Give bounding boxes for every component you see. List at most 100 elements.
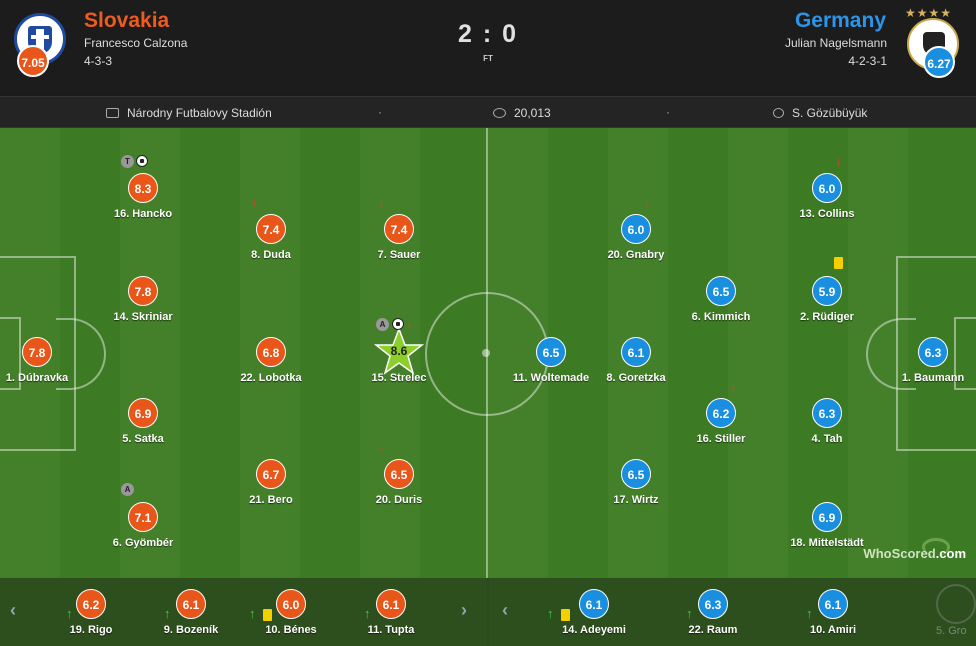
away-team-name[interactable]: Germany xyxy=(794,9,886,32)
player-name: 5. Satka xyxy=(122,433,164,445)
away-coach: Julian Nagelsmann xyxy=(784,36,887,50)
sub-benes[interactable]: 6.0 10. Bénes xyxy=(236,578,346,638)
player-name: 7. Sauer xyxy=(377,249,421,261)
player-rating: 5.9 xyxy=(812,276,842,306)
player-bero[interactable]: 6.7 21. Bero xyxy=(216,459,326,519)
sub-off-arrow-icon: ↓ xyxy=(730,378,737,393)
player-rudiger[interactable]: 5.9 2. Rüdiger xyxy=(772,276,882,336)
player-name: 18. Mittelstädt xyxy=(790,537,864,549)
player-name: 21. Bero xyxy=(249,494,293,506)
player-collins[interactable]: 6.0 13. Collins xyxy=(772,173,882,233)
player-rating: 6.3 xyxy=(918,337,948,367)
player-dubravka[interactable]: 7.8 1. Dúbravka xyxy=(0,337,92,397)
player-rating: 6.1 xyxy=(818,589,848,619)
player-name: 14. Skriniar xyxy=(113,311,173,323)
player-name: 10. Amiri xyxy=(809,624,857,636)
player-rating: 6.3 xyxy=(698,589,728,619)
player-lobotka[interactable]: 6.8 22. Lobotka xyxy=(216,337,326,397)
sub-adeyemi[interactable]: 6.1 14. Adeyemi xyxy=(539,578,649,638)
player-rating: 6.0 xyxy=(812,173,842,203)
player-tah[interactable]: 6.3 4. Tah xyxy=(772,398,882,458)
match-status: FT xyxy=(483,54,493,63)
player-rating: 6.0 xyxy=(276,589,306,619)
sub-amiri[interactable]: 6.1 10. Amiri xyxy=(778,578,888,638)
home-bench-next-chevron-icon[interactable]: › xyxy=(461,600,467,620)
player-name: 20. Gnabry xyxy=(607,249,665,261)
player-gnabry[interactable]: 6.0 20. Gnabry xyxy=(581,214,691,274)
player-mittelstadt[interactable]: 6.9 18. Mittelstädt xyxy=(772,502,882,562)
player-rating: 6.9 xyxy=(128,398,158,428)
match-header: 7.05 Slovakia Francesco Calzona 4-3-3 2 … xyxy=(0,0,976,95)
away-bench-prev-chevron-icon[interactable]: ‹ xyxy=(502,600,508,620)
player-name: 5. Gro xyxy=(936,625,967,637)
sub-gro-partial[interactable] xyxy=(936,584,976,624)
player-duris[interactable]: 6.5 20. Duris xyxy=(344,459,454,519)
player-rating: 7.1 xyxy=(128,502,158,532)
player-rating: 6.7 xyxy=(256,459,286,489)
player-rating: 6.8 xyxy=(256,337,286,367)
watermark-suffix: .com xyxy=(935,546,966,561)
player-skriniar[interactable]: 7.8 14. Skriniar xyxy=(88,276,198,336)
home-formation: 4-3-3 xyxy=(84,54,113,68)
sub-tupta[interactable]: 6.1 11. Tupta xyxy=(336,578,446,638)
player-wirtz[interactable]: 6.5 17. Wirtz xyxy=(581,459,691,519)
sub-on-arrow-icon: ↑ xyxy=(66,606,73,621)
away-bench xyxy=(489,578,976,646)
sub-on-arrow-icon: ↑ xyxy=(686,606,693,621)
pitch: 8.3 16. Hancko T 7.8 14. Skriniar 6.9 5.… xyxy=(0,128,976,578)
sub-rigo[interactable]: 6.2 19. Rigo xyxy=(36,578,146,638)
player-name: 6. Gyömbér xyxy=(112,537,174,549)
player-satka[interactable]: 6.9 5. Satka xyxy=(88,398,198,458)
substitutes-bench: ‹ › ‹ 6.2 19. Rigo ↑ 6.1 9. Bozeník ↑ 6.… xyxy=(0,578,976,646)
player-duda[interactable]: 7.4 8. Duda xyxy=(216,214,326,274)
player-baumann[interactable]: 6.3 1. Baumann xyxy=(878,337,976,397)
center-spot xyxy=(482,349,490,357)
match-score: 2 : 0 xyxy=(457,20,519,48)
player-gyomber[interactable]: 7.1 6. Gyömbér xyxy=(88,502,198,562)
sub-on-arrow-icon: ↑ xyxy=(806,606,813,621)
player-sauer[interactable]: 7.4 7. Sauer xyxy=(344,214,454,274)
player-name: 16. Hancko xyxy=(113,208,173,220)
sub-on-arrow-icon: ↑ xyxy=(364,606,371,621)
player-stiller[interactable]: 6.2 16. Stiller xyxy=(666,398,776,458)
attendance-info: 20,013 xyxy=(493,106,551,120)
stadium-icon xyxy=(106,108,119,118)
player-name: 14. Adeyemi xyxy=(562,624,626,636)
world-cup-stars-icon: ★★★★ xyxy=(905,6,953,20)
man-of-the-match-star-icon: 8.6 xyxy=(373,326,425,377)
player-goretzka[interactable]: 6.1 8. Goretzka xyxy=(581,337,691,397)
player-rating: 6.3 xyxy=(812,398,842,428)
player-kimmich[interactable]: 6.5 6. Kimmich xyxy=(666,276,776,336)
player-name: 4. Tah xyxy=(811,433,843,445)
player-strelec[interactable]: 8.6 15. Strelec xyxy=(344,326,454,397)
yellow-card-icon xyxy=(263,609,272,621)
info-separator: · xyxy=(378,105,382,119)
player-name: 22. Raum xyxy=(688,624,738,636)
player-name: 11. Tupta xyxy=(367,624,415,636)
player-name: 9. Bozeník xyxy=(163,624,219,636)
sub-off-arrow-icon: ↓ xyxy=(378,439,385,454)
player-name: 16. Stiller xyxy=(696,433,746,445)
yellow-card-icon xyxy=(834,257,843,269)
sub-off-arrow-icon: ↓ xyxy=(251,194,258,209)
sub-on-arrow-icon: ↑ xyxy=(547,606,554,621)
player-name: 8. Duda xyxy=(251,249,291,261)
player-rating: 6.1 xyxy=(621,337,651,367)
player-name: 1. Dúbravka xyxy=(5,372,69,384)
player-rating: 8.3 xyxy=(128,173,158,203)
home-team-name[interactable]: Slovakia xyxy=(84,9,170,32)
away-formation: 4-2-3-1 xyxy=(848,54,887,68)
referee-info: S. Gözübüyük xyxy=(773,106,867,120)
player-rating: 6.5 xyxy=(384,459,414,489)
sub-raum[interactable]: 6.3 22. Raum xyxy=(658,578,768,638)
attendance-icon xyxy=(493,108,506,118)
player-rating: 6.9 xyxy=(812,502,842,532)
sub-bozenik[interactable]: 6.1 9. Bozeník xyxy=(136,578,246,638)
player-woltemade[interactable]: 6.5 11. Woltemade xyxy=(496,337,606,397)
whoscored-watermark: WhoScored.com xyxy=(863,546,966,561)
player-name: 2. Rüdiger xyxy=(800,311,854,323)
home-bench-prev-chevron-icon[interactable]: ‹ xyxy=(10,600,16,620)
stadium-name: Národny Futbalovy Stadión xyxy=(127,106,272,120)
player-hancko[interactable]: 8.3 16. Hancko xyxy=(88,173,198,233)
